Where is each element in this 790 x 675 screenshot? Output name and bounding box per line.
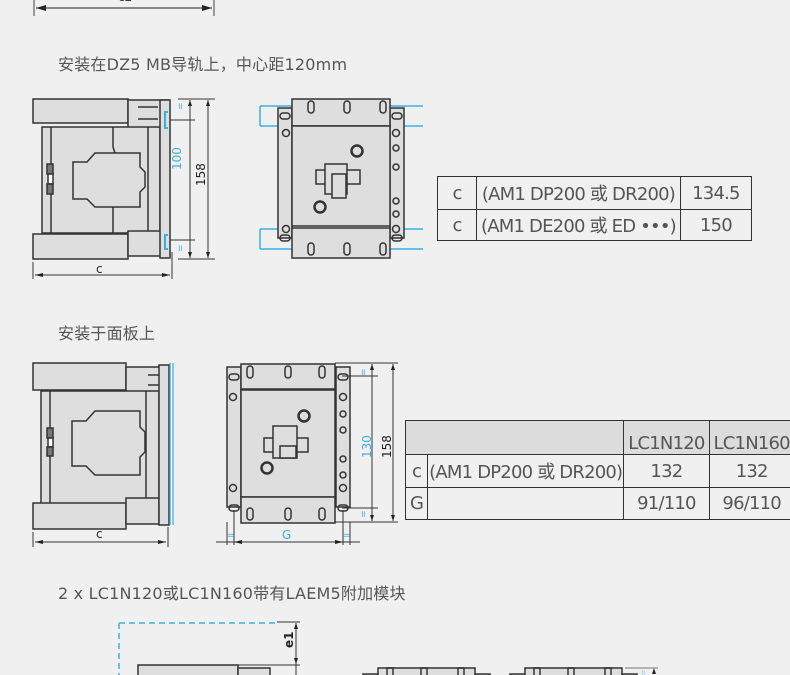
value-cell: 132 [624,455,709,488]
value-cell: 134.5 [680,177,751,210]
value-cell: 91/110 [624,488,709,520]
header-blank [406,421,624,455]
header-lc1n160: LC1N160 [709,421,790,455]
condition-cell [428,488,624,520]
header-lc1n120: LC1N120 [624,421,709,455]
dim-label-c: c [96,262,103,276]
svg-text:=: = [176,244,186,252]
panel-dimension-table: LC1N120 LC1N160 c (AM1 DP200 或 DR200) 13… [405,420,790,520]
din-rail-side-view: = = [20,92,220,282]
svg-text:=: = [359,510,369,518]
symbol-cell: G [406,488,428,520]
dim-label-100: 100 [170,147,184,170]
condition-cell: (AM1 DP200 或 DR200) [428,455,624,488]
panel-side-view [20,355,220,555]
dim-label-158: 158 [194,163,208,186]
value-cell: 150 [680,210,751,241]
svg-text:=: = [343,531,351,541]
svg-text:=: = [227,531,235,541]
din-rail-dimension-table: c (AM1 DP200 或 DR200) 134.5 c (AM1 DE200… [437,176,752,241]
symbol-cell: c [406,455,428,488]
svg-text:=: = [639,669,649,675]
table-row: c (AM1 DP200 或 DR200) 132 132 [406,455,790,488]
din-rail-caption: 安装在DZ5 MB导轨上，中心距120mm [58,51,347,75]
value-cell: 132 [709,455,790,488]
table-header-row: LC1N120 LC1N160 [406,421,790,455]
table-row: c (AM1 DE200 或 ED •••) 150 [438,210,752,241]
symbol-cell: c [438,177,477,210]
panel-dim-label-c: c [96,527,103,541]
c2-label: c2 [118,0,132,4]
table-row: G 91/110 96/110 [406,488,790,520]
symbol-cell: c [438,210,477,241]
panel-caption: 安装于面板上 [58,320,155,344]
condition-cell: (AM1 DE200 或 ED •••) [477,210,681,241]
panel-dim-label-158: 158 [380,435,394,458]
module-caption: 2 x LC1N120或LC1N160带有LAEM5附加模块 [58,580,406,604]
c2-dimension [0,0,790,30]
condition-cell: (AM1 DP200 或 DR200) [477,177,681,210]
panel-dim-label-130: 130 [360,435,374,458]
value-cell: 96/110 [709,488,790,520]
svg-text:=: = [359,368,369,376]
table-row: c (AM1 DP200 或 DR200) 134.5 [438,177,752,210]
panel-dim-label-g: G [282,528,291,542]
din-rail-front-view [258,96,438,266]
svg-text:=: = [176,102,186,110]
module-drawing: = [0,615,790,675]
dim-label-e1: e1 [282,632,296,649]
